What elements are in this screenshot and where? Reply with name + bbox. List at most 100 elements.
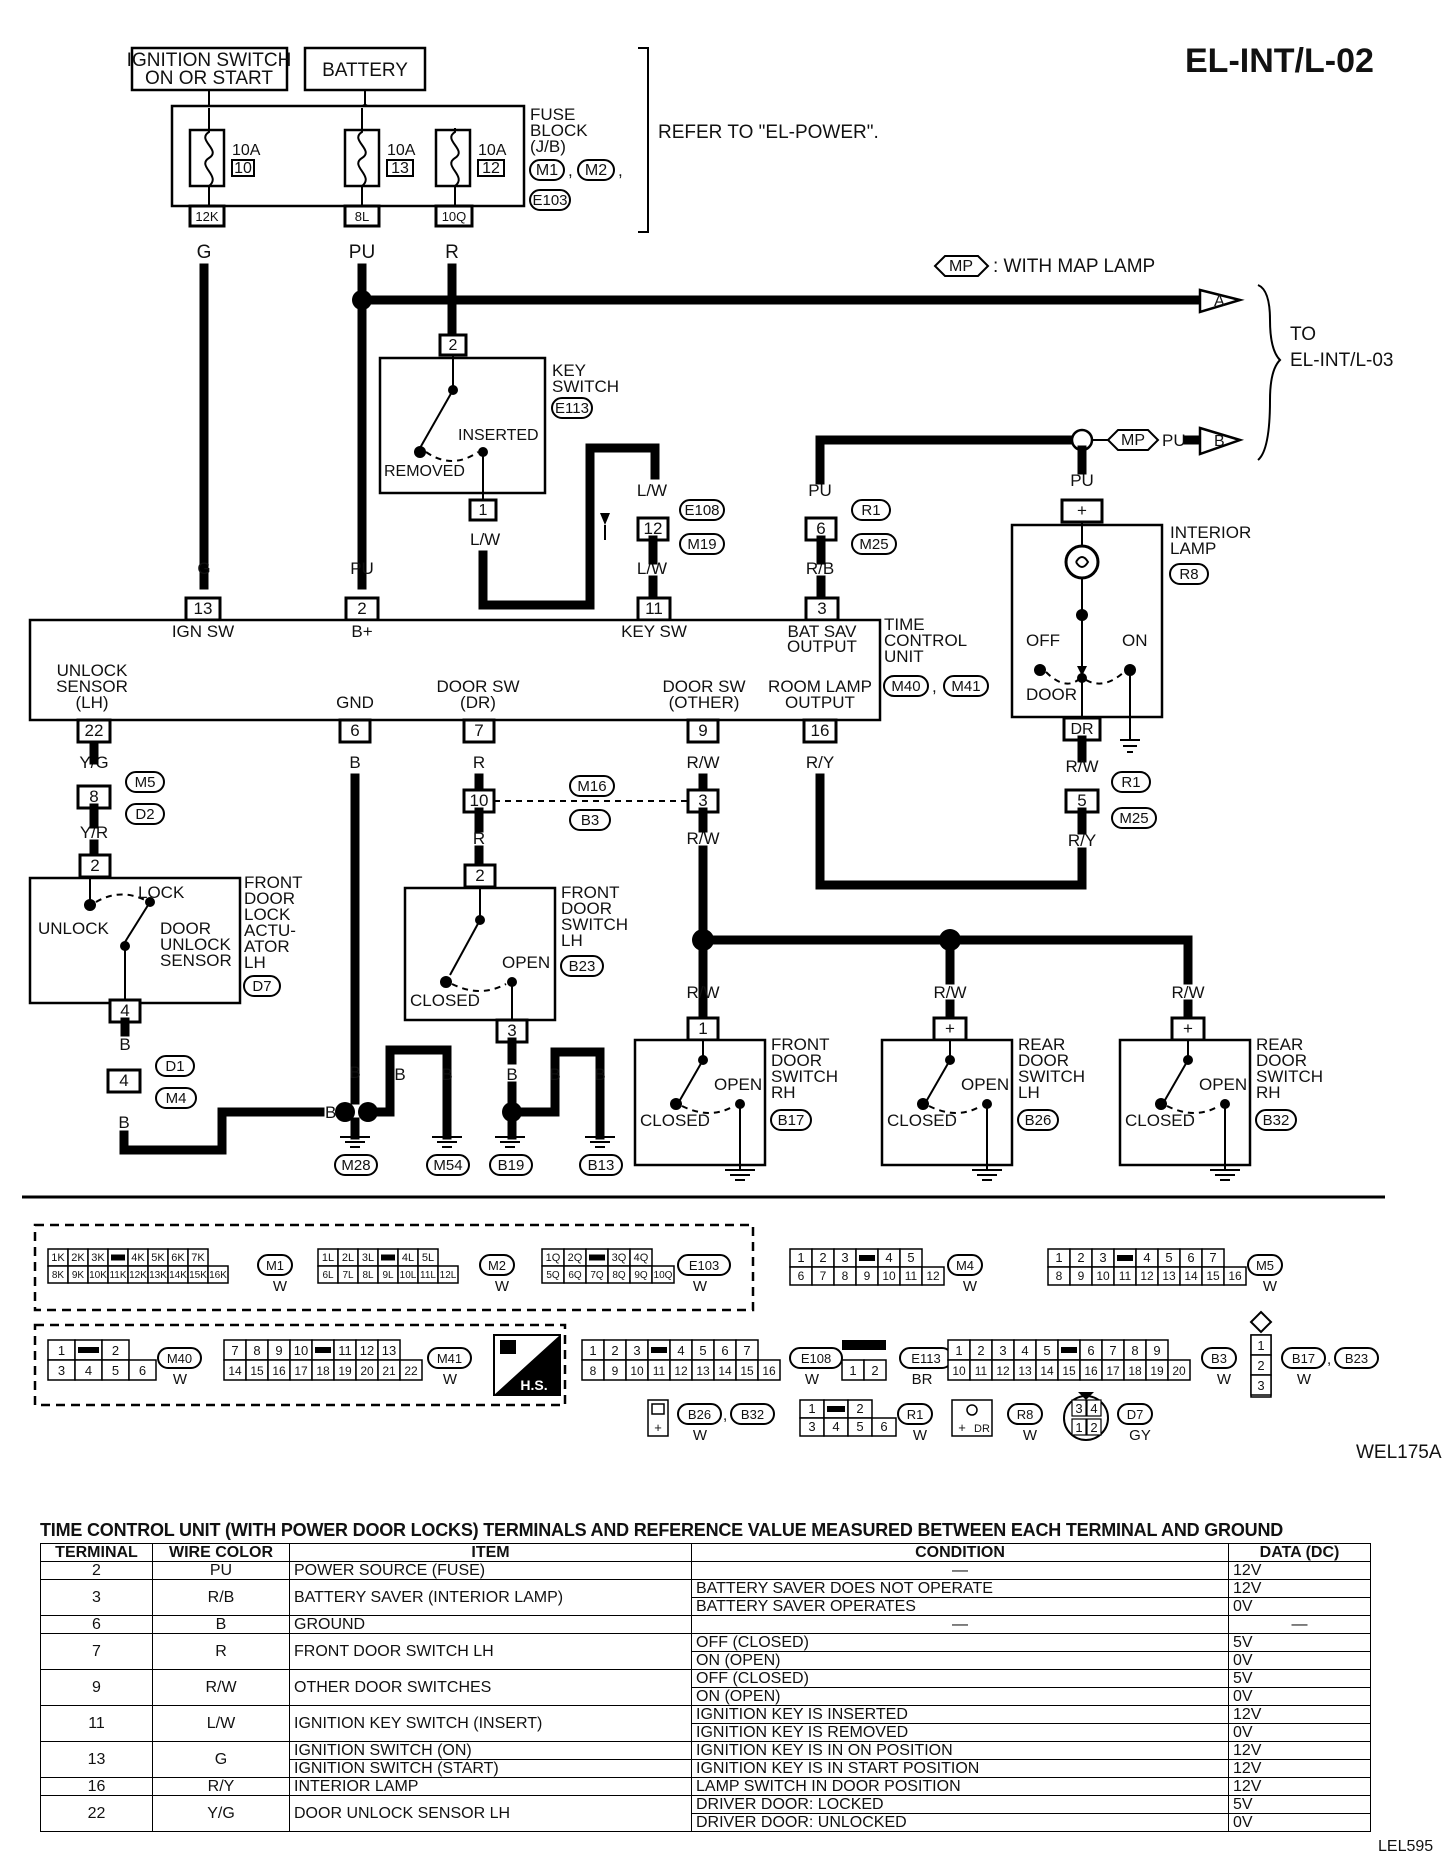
pin-label: 4K xyxy=(131,1252,145,1264)
pin-label: 7 xyxy=(743,1343,750,1358)
pin-label: 7 xyxy=(820,1269,827,1283)
pin-label: 7K xyxy=(191,1252,205,1264)
item-value: BATTERY SAVER (INTERIOR LAMP) xyxy=(294,1589,564,1606)
interior-lamp-label-1: INTERIOR xyxy=(1170,523,1251,542)
data-value: 0V xyxy=(1233,1724,1253,1741)
to-page-brace xyxy=(1257,284,1282,461)
mp-wire-tag: MP xyxy=(1121,432,1145,449)
cell-wire-color: PU xyxy=(152,1561,290,1580)
cell-item: INTERIOR LAMP xyxy=(289,1777,692,1796)
condition-value: — xyxy=(952,1616,968,1633)
pin-label: 19 xyxy=(338,1364,352,1378)
cell-condition: OFF (CLOSED)ON (OPEN) xyxy=(691,1669,1229,1706)
actuator-unlock: UNLOCK xyxy=(38,919,110,938)
table-header-row: TERMINAL WIRE COLOR ITEM CONDITION DATA … xyxy=(40,1543,1371,1562)
svg-text:3: 3 xyxy=(817,599,826,618)
svg-text:8L: 8L xyxy=(355,209,369,224)
pin-label: 14 xyxy=(1040,1364,1054,1378)
connector-ref: M41 xyxy=(437,1351,462,1366)
pin-label: 3 xyxy=(58,1363,65,1378)
tcu-ref-m41: M41 xyxy=(951,678,980,695)
interior-lamp-pin-dr: DR xyxy=(1070,721,1093,738)
cell-terminal: 2 xyxy=(40,1561,153,1580)
pin-label: 6 xyxy=(139,1363,146,1378)
tcu-door-other-1: DOOR SW xyxy=(662,677,745,696)
pu-ref-m25: M25 xyxy=(859,536,888,553)
lw-ref-m19: M19 xyxy=(687,536,716,553)
key-tab xyxy=(1117,1255,1133,1261)
svg-text:1: 1 xyxy=(1075,1420,1082,1435)
fd-lh-wire-rw: R/W xyxy=(686,829,719,848)
c8-ref-m5: M5 xyxy=(135,774,156,791)
item-value: IGNITION SWITCH (ON) xyxy=(290,1742,691,1760)
interior-lamp-pin-plus: + xyxy=(1077,501,1087,520)
cell-terminal: 7 xyxy=(40,1633,153,1670)
svg-text:4: 4 xyxy=(1090,1401,1097,1416)
pin-label: 5 xyxy=(112,1363,119,1378)
ignition-switch-label-2: ON OR START xyxy=(145,68,273,89)
pin-label: 14 xyxy=(718,1364,732,1378)
fuse-ref-e103: E103 xyxy=(532,192,567,209)
pin-label: 1 xyxy=(797,1250,804,1265)
pin-label: 5 xyxy=(856,1419,863,1434)
wire-g-top: G xyxy=(197,242,212,263)
tcu-label-1: TIME xyxy=(884,615,925,634)
arrow-a xyxy=(1198,288,1245,314)
pin-label: 7Q xyxy=(590,1270,604,1281)
connector-ref-oval xyxy=(789,1347,843,1369)
tcu-room-lamp-1: ROOM LAMP xyxy=(768,677,872,696)
pin-cell xyxy=(651,1265,675,1284)
pin-label: 15K xyxy=(189,1270,207,1281)
svg-text:CLOSED: CLOSED xyxy=(887,1111,957,1130)
battery-label: BATTERY xyxy=(322,60,408,81)
pin-label: 2 xyxy=(112,1343,119,1358)
arrow-b-label: B xyxy=(1214,433,1225,450)
pin-label: 10 xyxy=(294,1343,308,1358)
lw-connector-pin: 12 xyxy=(644,519,663,538)
th-item: ITEM xyxy=(289,1543,692,1562)
tcu-door-dr-2: (DR) xyxy=(460,693,496,712)
pin-label: 14 xyxy=(228,1364,242,1378)
pin-label: 6L xyxy=(322,1270,334,1281)
tcu-label-2: CONTROL xyxy=(884,631,967,650)
arrow-a-label: A xyxy=(1214,293,1225,310)
cell-terminal: 13 xyxy=(40,1741,153,1778)
svg-text:12: 12 xyxy=(482,160,500,177)
connector-ref-oval xyxy=(1281,1347,1326,1369)
pin-label: 15 xyxy=(1206,1269,1220,1283)
pin-label: 13 xyxy=(382,1343,396,1358)
svg-text:CLOSED: CLOSED xyxy=(1125,1111,1195,1130)
tcu-ref-m40: M40 xyxy=(891,678,920,695)
condition-value: IGNITION KEY IS IN START POSITION xyxy=(696,1760,980,1777)
pin-label: 7L xyxy=(342,1270,354,1281)
fuse-ref-m1: M1 xyxy=(536,162,558,179)
th-terminal: TERMINAL xyxy=(40,1543,153,1562)
connector-ref: E103 xyxy=(689,1258,719,1273)
key-tab xyxy=(1061,1347,1077,1353)
lw-ref-e108: E108 xyxy=(684,502,719,519)
pin-label: 17 xyxy=(294,1364,308,1378)
svg-text:SWITCH: SWITCH xyxy=(771,1067,838,1086)
item-value: GROUND xyxy=(294,1616,366,1633)
front-door-switch-rh: R/W 1 OPEN CLOSED FRONT DOOR SWITCH RH B… xyxy=(633,983,838,1181)
page-code: EL-INT/L-02 xyxy=(1185,42,1374,80)
key-tab xyxy=(78,1347,99,1353)
fd-lh-label-2: DOOR xyxy=(561,899,612,918)
cell-item: FRONT DOOR SWITCH LH xyxy=(289,1633,692,1670)
cell-terminal: 9 xyxy=(40,1669,153,1706)
pin-label: 13K xyxy=(149,1270,167,1281)
pin-label: 12 xyxy=(926,1269,940,1283)
svg-text:FRONT: FRONT xyxy=(771,1035,830,1054)
connector-ref: M4 xyxy=(956,1258,974,1273)
connector-ref: M2 xyxy=(488,1258,506,1273)
pin-label: 1K xyxy=(51,1252,65,1264)
svg-text:R/W: R/W xyxy=(933,983,966,1002)
connector-color: W xyxy=(1023,1427,1038,1444)
pin-label: 8Q xyxy=(612,1270,626,1281)
